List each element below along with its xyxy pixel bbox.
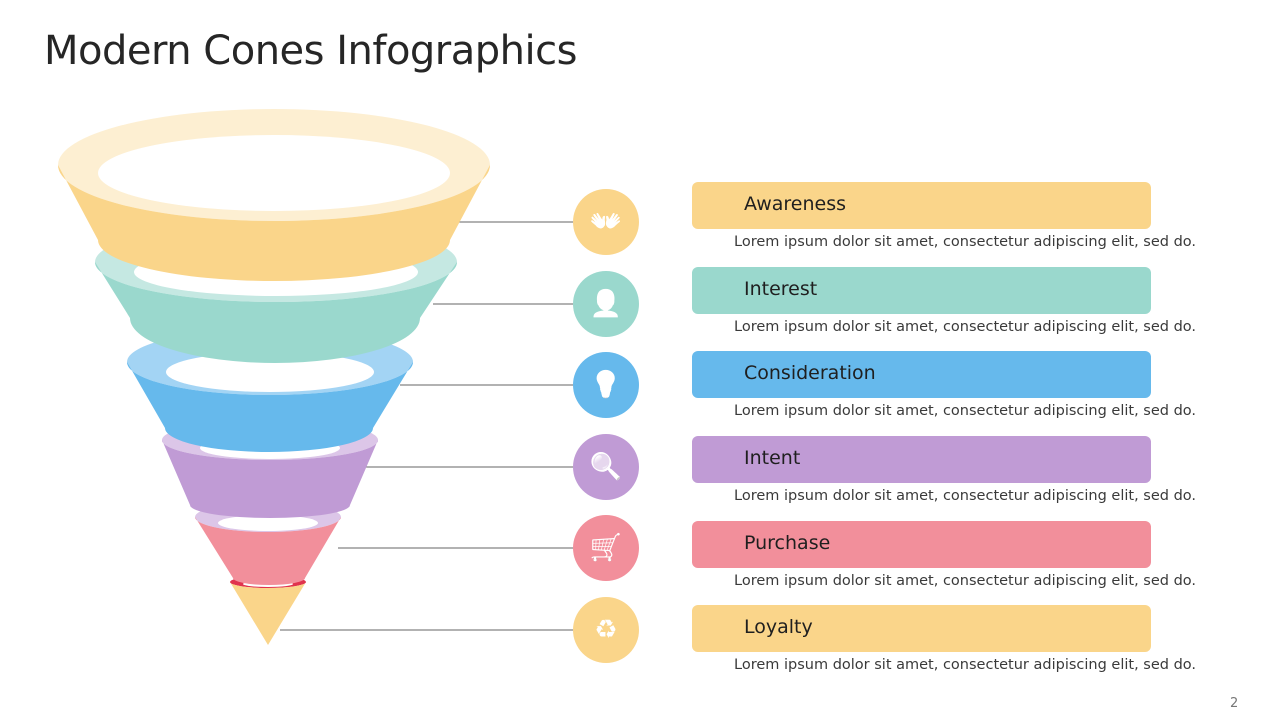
cone-segment-purchase xyxy=(195,517,341,585)
stage-description: Lorem ipsum dolor sit amet, consectetur … xyxy=(734,657,1197,673)
stage-description: Lorem ipsum dolor sit amet, consectetur … xyxy=(734,319,1197,335)
stage-label-interest: Interest xyxy=(692,267,1151,314)
head-lightbulb-question-icon: 💡 xyxy=(573,352,639,418)
hands-person-icon-glyph: 👐 xyxy=(589,207,623,237)
cone-opening xyxy=(98,135,450,211)
stage-label-text: Purchase xyxy=(744,532,831,554)
cone-segment-consideration xyxy=(127,362,413,452)
stage-label-text: Intent xyxy=(744,447,801,469)
customer-retention-icon: ♻ xyxy=(573,597,639,663)
stage-description: Lorem ipsum dolor sit amet, consectetur … xyxy=(734,573,1197,589)
customer-retention-icon-glyph: ♻ xyxy=(594,615,618,645)
person-thinking-icon: 👤 xyxy=(573,271,639,337)
head-lightbulb-question-icon-glyph: 💡 xyxy=(589,370,623,400)
document-search-icon-glyph: 🔍 xyxy=(589,452,623,482)
stage-description: Lorem ipsum dolor sit amet, consectetur … xyxy=(734,234,1197,250)
cone-opening xyxy=(218,515,318,531)
stage-label-text: Awareness xyxy=(744,193,847,215)
stage-label-intent: Intent xyxy=(692,436,1151,483)
document-search-icon: 🔍 xyxy=(573,434,639,500)
cone-segment-interest xyxy=(95,262,457,363)
stage-label-text: Consideration xyxy=(744,362,876,384)
cone-segment-loyalty xyxy=(230,582,306,645)
cone-segment-awareness xyxy=(58,165,490,281)
cone-opening xyxy=(166,352,374,392)
stage-description: Lorem ipsum dolor sit amet, consectetur … xyxy=(734,403,1197,419)
stage-label-consideration: Consideration xyxy=(692,351,1151,398)
stage-label-text: Interest xyxy=(744,278,818,300)
stage-label-purchase: Purchase xyxy=(692,521,1151,568)
page-title: Modern Cones Infographics xyxy=(44,28,577,74)
cone-segment-intent xyxy=(162,440,378,518)
stage-description: Lorem ipsum dolor sit amet, consectetur … xyxy=(734,488,1197,504)
stage-label-loyalty: Loyalty xyxy=(692,605,1151,652)
shopping-cart-icon: 🛒 xyxy=(573,515,639,581)
hands-person-icon: 👐 xyxy=(573,189,639,255)
person-thinking-icon-glyph: 👤 xyxy=(589,289,623,319)
stage-label-awareness: Awareness xyxy=(692,182,1151,229)
shopping-cart-icon-glyph: 🛒 xyxy=(589,533,623,563)
stage-label-text: Loyalty xyxy=(744,616,813,638)
page-number: 2 xyxy=(1230,696,1239,711)
